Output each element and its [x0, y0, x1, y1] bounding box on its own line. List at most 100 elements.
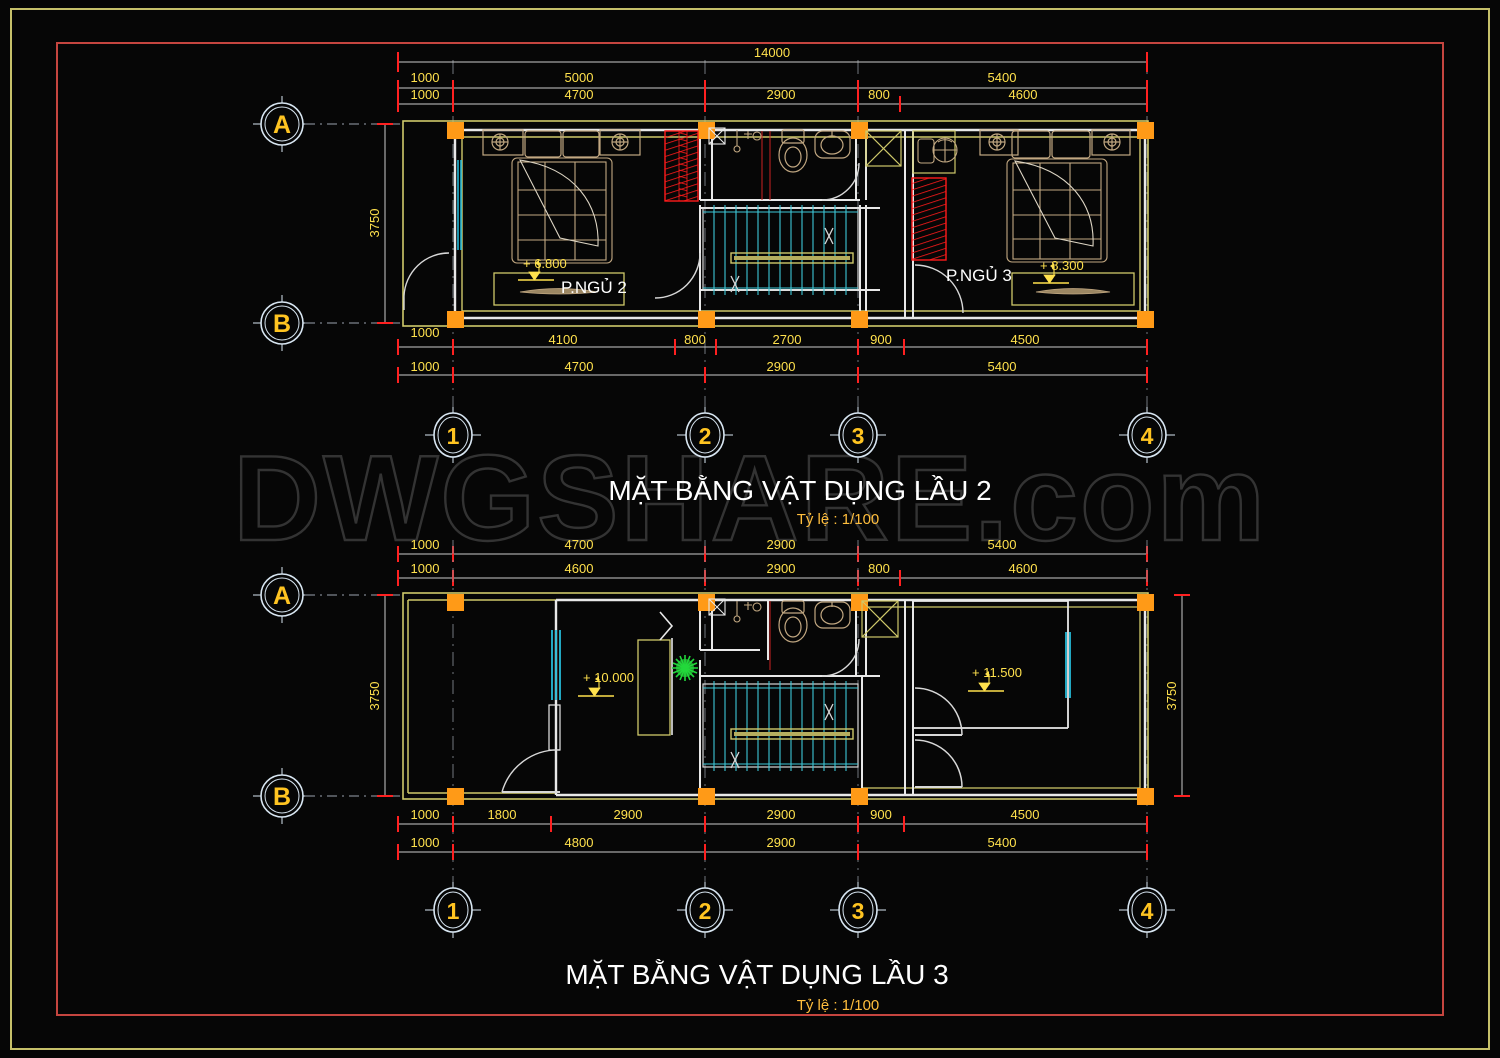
bed-icon: [511, 157, 613, 264]
grid-bubble-b-top[interactable]: B: [253, 295, 311, 351]
tv-cabinet-icon: [1011, 272, 1135, 306]
grid-bubble-3-bottom[interactable]: 3: [830, 882, 886, 938]
bathroom-fixtures-2: [708, 598, 860, 677]
grid-label-4: 4: [1141, 423, 1154, 449]
dim-value: 4500: [1011, 332, 1040, 347]
grid-bubble-2-top[interactable]: 2: [677, 407, 733, 463]
duct-icon: [861, 600, 899, 638]
dim-value: 5000: [565, 70, 594, 85]
door-swing-icon: [914, 264, 964, 314]
dim-value: 4600: [565, 561, 594, 576]
dim-value: 4100: [549, 332, 578, 347]
dim-value: 2900: [767, 537, 796, 552]
dim-value: 1000: [411, 561, 440, 576]
dim-chain-bottom-outer-2: 1000 4800 2900 5400: [397, 835, 1148, 860]
grid-bubble-3-top[interactable]: 3: [830, 407, 886, 463]
grid-bubble-a-top[interactable]: A: [253, 96, 311, 152]
dim-value: 4700: [565, 87, 594, 102]
dim-chain-top-outer-2: 1000 4700 2900 5400: [397, 537, 1148, 562]
dim-value: 800: [868, 561, 890, 576]
room-right-lau3: [861, 600, 1071, 788]
grid-bubble-2-bottom[interactable]: 2: [677, 882, 733, 938]
grid-label-3: 3: [852, 423, 865, 449]
door-swing-icon: [501, 749, 561, 793]
dim-value: 2900: [767, 807, 796, 822]
window-icon: [457, 160, 462, 250]
grid-label-a: A: [273, 582, 291, 610]
wall-inner-yellow: [461, 136, 1141, 312]
plant-icon: [672, 655, 698, 681]
dim-vertical-right-2: 3750: [1164, 594, 1190, 797]
dim-value: 800: [684, 332, 706, 347]
dim-vertical-value: 3750: [367, 209, 382, 238]
slab-outline-2: [402, 592, 1149, 800]
door-swing-icon: [914, 687, 963, 736]
dim-value: 1000: [411, 325, 440, 340]
dim-value: 5400: [988, 70, 1017, 85]
grid-bubble-b-bottom[interactable]: B: [253, 768, 311, 824]
dim-chain-top-outer: 1000 5000 5400: [397, 70, 1148, 96]
plan-title-lau2: MẶT BẰNG VẬT DỤNG LẦU 2: [608, 475, 991, 506]
toilet-icon: [778, 607, 808, 643]
dim-value: 1000: [411, 807, 440, 822]
grid-bubble-1-top[interactable]: 1: [425, 407, 481, 463]
level-value: + 11.500: [972, 665, 1022, 680]
dim-value: 4600: [1009, 87, 1038, 102]
level-value: + 10.000: [583, 670, 634, 685]
dim-value: 900: [870, 807, 892, 822]
grid-label-a: A: [273, 111, 291, 139]
slab-outline: [402, 120, 1149, 327]
room-left-lau3: [501, 611, 698, 793]
dim-value: 2700: [773, 332, 802, 347]
dim-value: 4700: [565, 359, 594, 374]
dim-total-width: 14000: [754, 45, 790, 60]
room-label-pngu2: P.NGỦ 2: [561, 278, 627, 297]
dim-value: 1000: [411, 359, 440, 374]
wardrobe-icon: [911, 177, 947, 261]
level-mark-11500: + 11.500: [967, 665, 1022, 692]
dim-chain-bottom-inner: 1000 4100 800 2700 900 4500: [397, 325, 1148, 355]
dim-value: 1000: [411, 87, 440, 102]
level-value: + 8.300: [1040, 258, 1084, 273]
door-swing-icon: [821, 638, 860, 677]
level-value: + 6.800: [523, 256, 567, 271]
tv-cabinet-icon: [493, 272, 625, 306]
dim-vertical-left-2: 3750: [367, 594, 393, 797]
dim-value: 1000: [411, 70, 440, 85]
bed-headboard: [979, 129, 1131, 159]
level-mark-8300: + 8.300: [1032, 258, 1084, 284]
desk-icon: [912, 130, 956, 174]
grid-label-b: B: [273, 310, 291, 338]
dim-value: 4500: [1011, 807, 1040, 822]
window-icon: [1065, 632, 1071, 698]
dim-vertical-value: 3750: [367, 682, 382, 711]
grid-bubble-4-top[interactable]: 4: [1119, 407, 1175, 463]
plan-scale-lau3: Tỷ lệ : 1/100: [797, 997, 880, 1014]
level-mark-6800: + 6.800: [517, 256, 567, 281]
grid-bubble-1-bottom[interactable]: 1: [425, 882, 481, 938]
chair-icon: [917, 137, 958, 164]
duct-icon: [708, 127, 726, 145]
grid-label-3: 3: [852, 898, 865, 924]
dim-chain-top-inner-2: 1000 4600 2900 800 4600: [397, 561, 1148, 586]
plan-lau3: 1000 4700 2900 5400 1000 4600 2900 800 4…: [253, 537, 1190, 1014]
toilet-icon: [778, 137, 808, 173]
grid-bubble-4-bottom[interactable]: 4: [1119, 882, 1175, 938]
grid-label-2: 2: [699, 423, 712, 449]
plan-lau2: A B 14000: [253, 45, 1175, 528]
duct-icon: [708, 598, 726, 616]
bedroom-3-furniture: [865, 129, 1135, 314]
plan-title-lau3: MẶT BẰNG VẬT DỤNG LẦU 3: [565, 959, 948, 990]
dim-value: 900: [870, 332, 892, 347]
dim-value: 1800: [488, 807, 517, 822]
plan-scale-lau2: Tỷ lệ : 1/100: [797, 511, 880, 528]
dim-vertical-left: 3750: [367, 123, 393, 324]
dim-value: 4800: [565, 835, 594, 850]
dim-chain-top-inner: 1000 4700 2900 800 4600: [397, 87, 1148, 112]
grid-bubble-a-bottom[interactable]: A: [253, 567, 311, 623]
grid-label-b: B: [273, 783, 291, 811]
dim-value: 1000: [411, 537, 440, 552]
grid-label-1: 1: [447, 423, 460, 449]
